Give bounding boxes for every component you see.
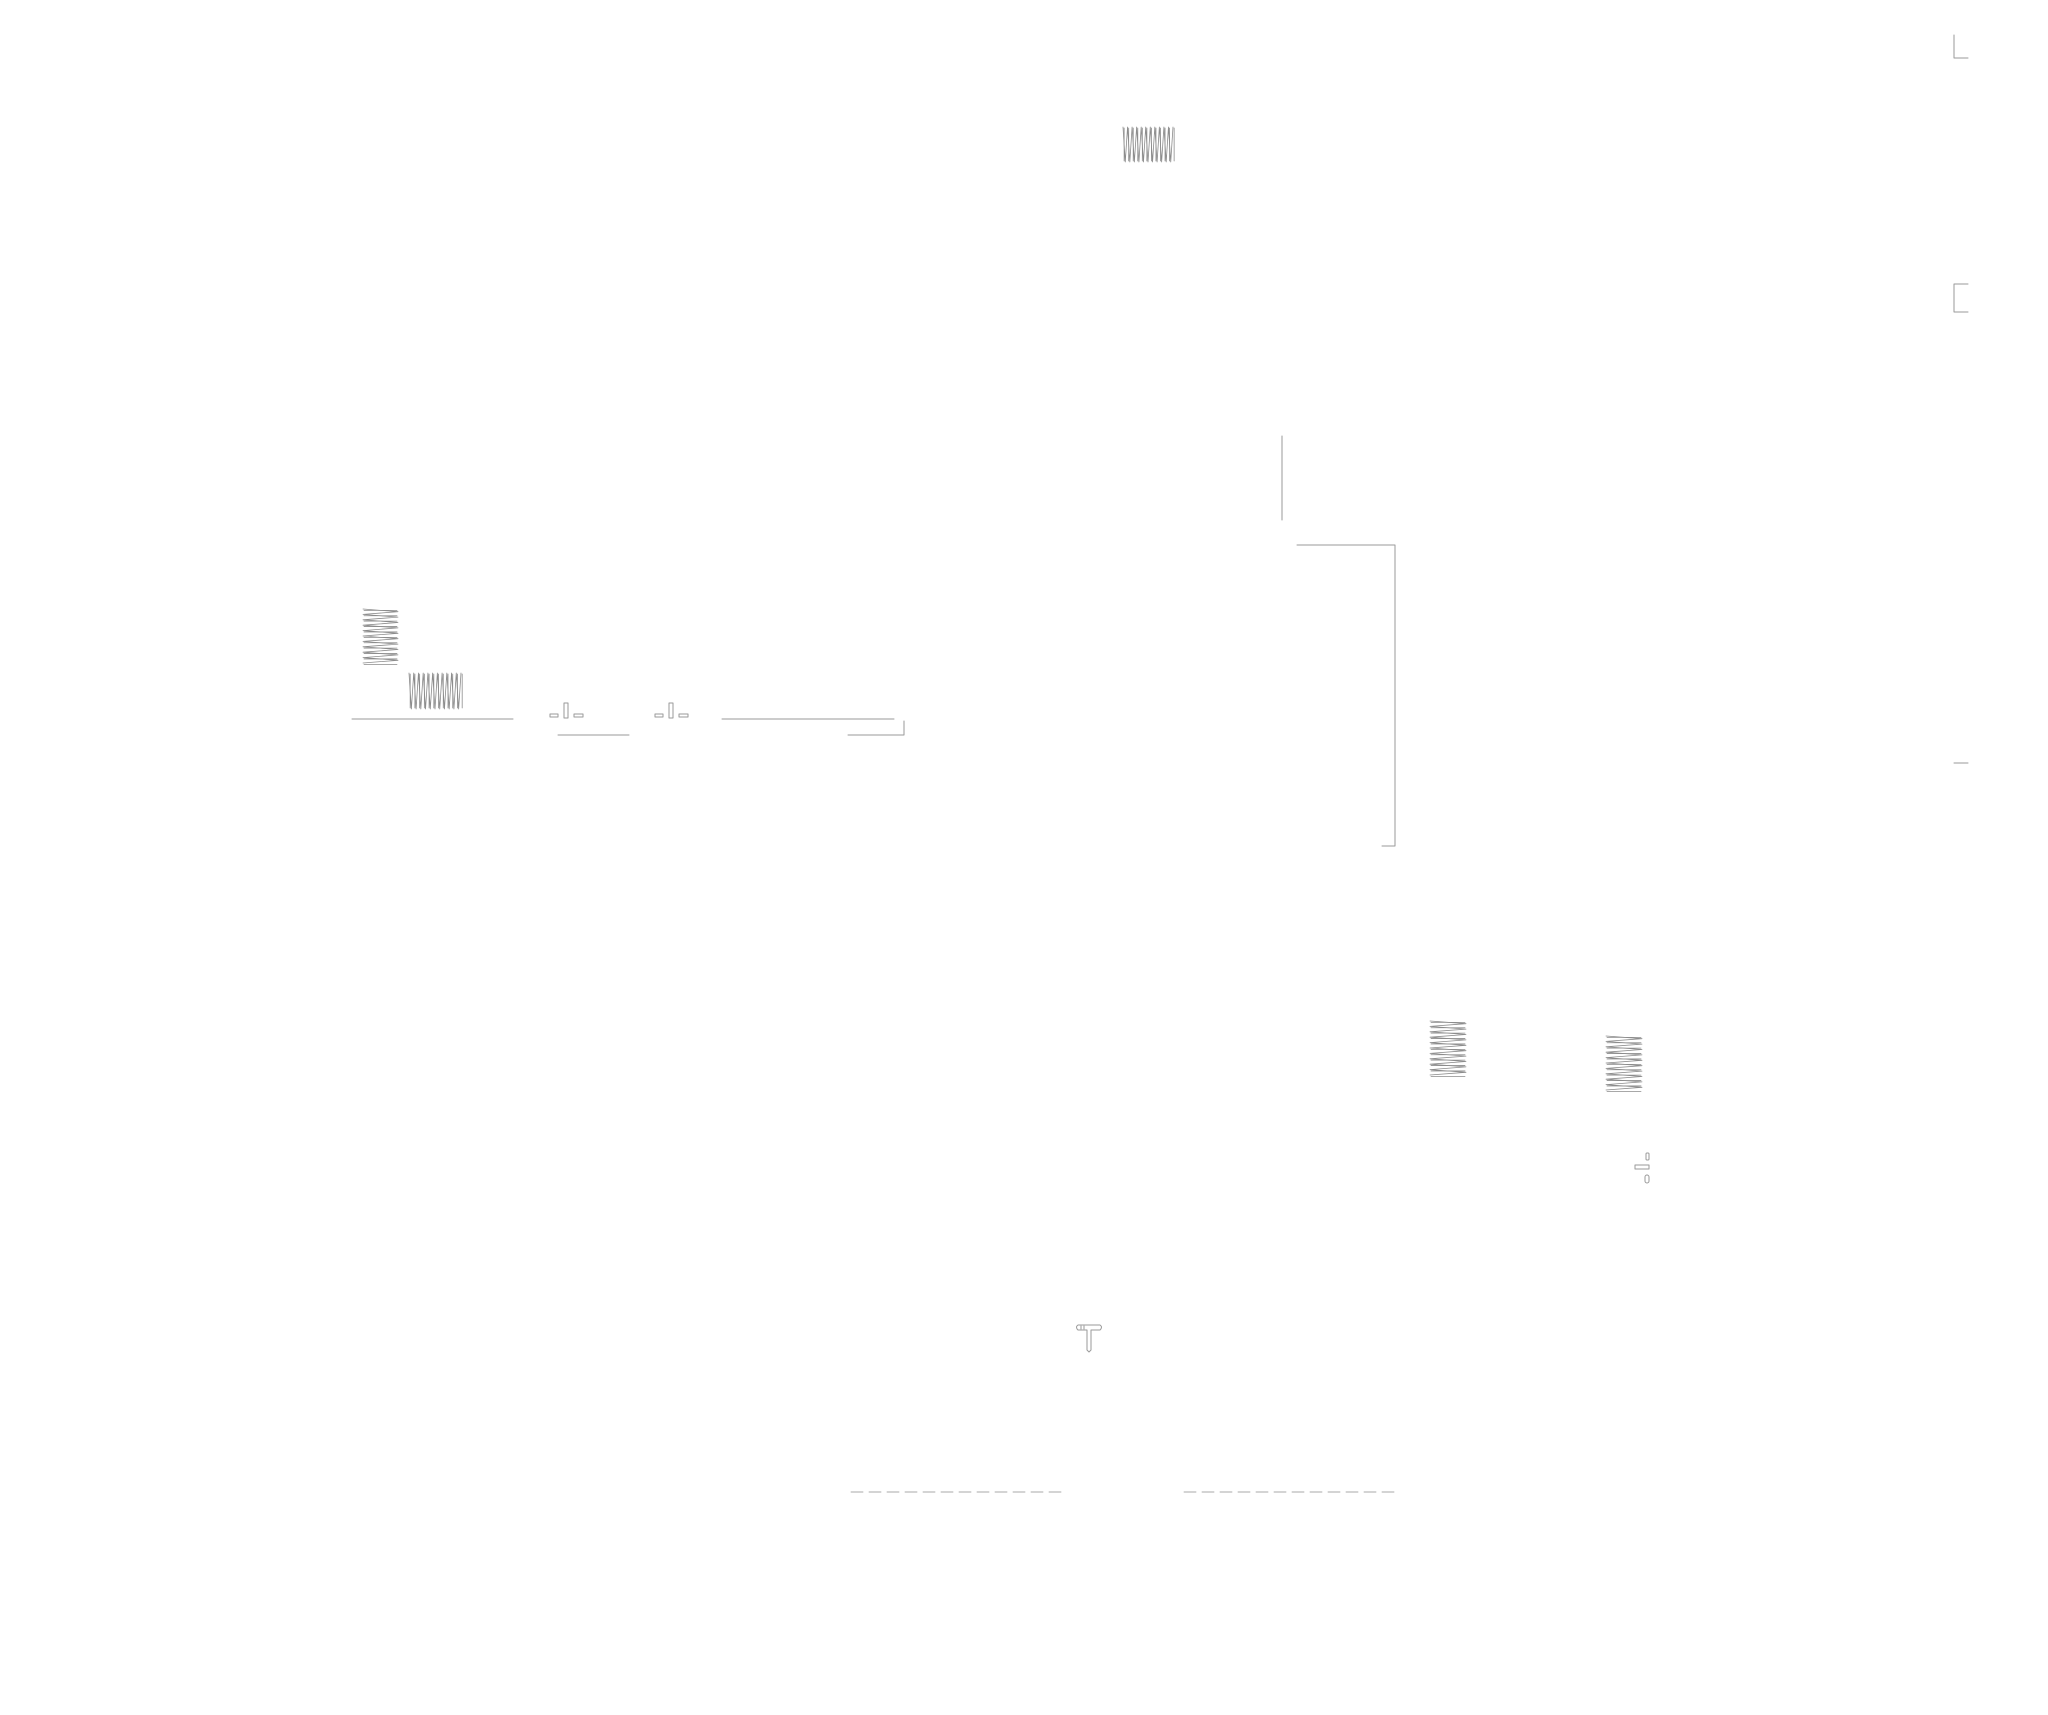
fixture-post xyxy=(563,702,569,719)
fixture-post xyxy=(668,702,674,719)
fixture-symbol-1 xyxy=(549,702,584,719)
corner-mark-top-right xyxy=(1953,34,1969,764)
hatch-block-left-horizontal xyxy=(362,608,399,665)
hatch-zigzag xyxy=(1429,1020,1467,1076)
hatch-block-left-vertical xyxy=(408,672,463,710)
component-body xyxy=(1634,1164,1650,1170)
fixture-pad-left xyxy=(654,713,664,718)
fixture-pad-right xyxy=(678,713,689,718)
hatch-block-right-1 xyxy=(1429,1020,1467,1077)
baseline-end-bracket xyxy=(847,720,905,736)
t-bar-symbol xyxy=(1076,1324,1102,1353)
hatch-zigzag xyxy=(408,672,462,710)
hatch-block-top xyxy=(1122,126,1175,163)
baseline-left xyxy=(351,718,905,736)
component-cap-bottom xyxy=(1644,1174,1650,1184)
hatch-block-right-2 xyxy=(1605,1035,1643,1092)
component-symbol-right xyxy=(1634,1152,1650,1184)
hatch-zigzag xyxy=(362,608,399,664)
fixture-symbol-2 xyxy=(654,702,689,719)
corner-bracket-lower xyxy=(1953,283,1969,313)
hatch-zigzag xyxy=(1605,1035,1643,1091)
component-cap-top xyxy=(1645,1152,1650,1161)
fixture-pad-right xyxy=(573,713,584,718)
t-bar-outline xyxy=(1076,1324,1102,1353)
fixture-pad-left xyxy=(549,713,559,718)
right-bracket-outline xyxy=(1296,544,1396,847)
hatch-zigzag xyxy=(1122,126,1174,163)
corner-bracket-upper xyxy=(1953,34,1969,59)
